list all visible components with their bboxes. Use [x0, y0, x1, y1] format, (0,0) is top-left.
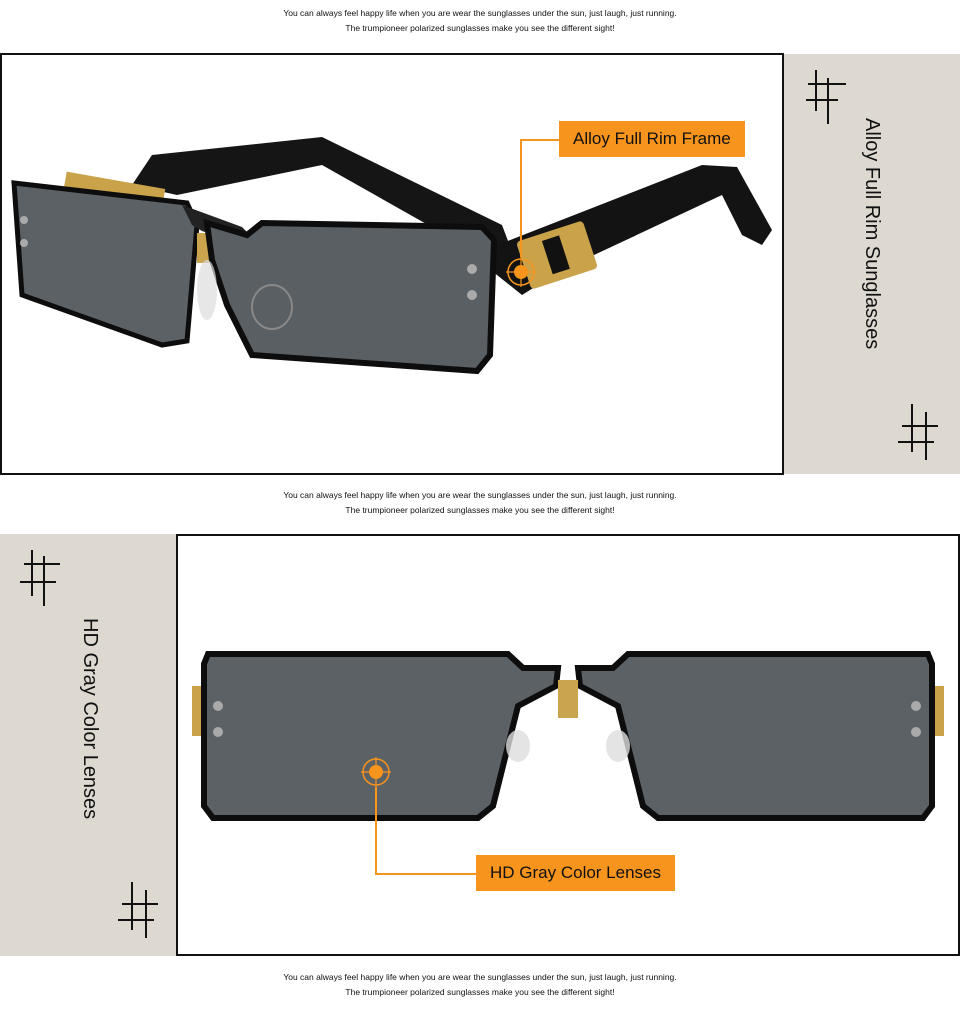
side-label-1: Alloy Full Rim Sunglasses: [861, 118, 883, 350]
caption-line-1: You can always feel happy life when you …: [283, 8, 677, 18]
callout-alloy-frame: Alloy Full Rim Frame: [559, 121, 745, 157]
product-image-frame-2: HD Gray Color Lenses: [176, 534, 960, 956]
side-label-2: HD Gray Color Lenses: [79, 618, 101, 820]
caption-line-1: You can always feel happy life when you …: [283, 490, 677, 500]
caption-line-1: You can always feel happy life when you …: [283, 972, 677, 982]
product-image-frame-1: Alloy Full Rim Frame: [0, 53, 784, 475]
side-band-1: [782, 54, 960, 474]
caption-bottom: You can always feel happy life when you …: [0, 970, 960, 1000]
caption-line-2: The trumpioneer polarized sunglasses mak…: [345, 987, 615, 997]
caption-line-2: The trumpioneer polarized sunglasses mak…: [345, 23, 615, 33]
hash-deco-icon: [20, 550, 60, 606]
callout-hd-lenses: HD Gray Color Lenses: [476, 855, 676, 891]
hash-deco-icon: [118, 882, 158, 938]
side-band-2: [0, 534, 178, 956]
caption-top: You can always feel happy life when you …: [0, 6, 960, 36]
hash-deco-icon: [806, 70, 846, 124]
sunglasses-photo-side: [11, 137, 772, 375]
caption-middle: You can always feel happy life when you …: [0, 488, 960, 518]
sunglasses-photo-front: [192, 651, 944, 875]
hash-deco-icon: [898, 404, 938, 460]
caption-line-2: The trumpioneer polarized sunglasses mak…: [345, 505, 615, 515]
